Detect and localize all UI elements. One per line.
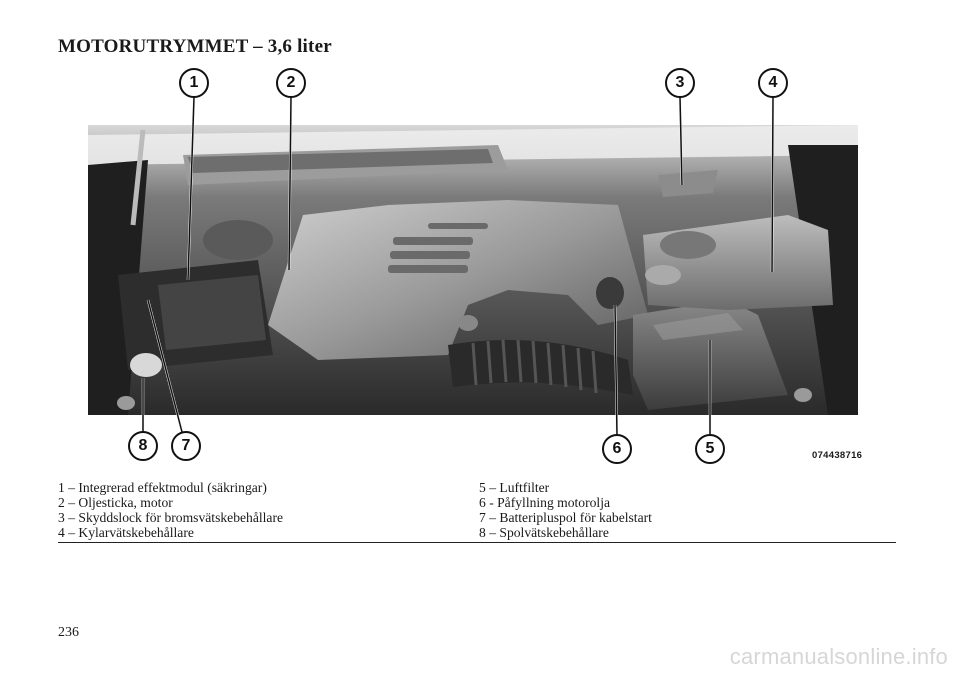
legend-divider [58, 542, 896, 543]
legend-item: 6 - Påfyllning motorolja [479, 495, 611, 510]
image-code: 074438716 [812, 450, 863, 461]
legend-column-right: 5 – Luftfilter 6 - Påfyllning motorolja … [479, 480, 652, 540]
callout-8: 8 [128, 431, 158, 461]
callout-5: 5 [695, 434, 725, 464]
legend-item: 8 – Spolvätskebehållare [479, 525, 609, 540]
legend-item: 3 – Skyddslock för bromsvätskebehållare [58, 510, 284, 525]
legend-item: 7 – Batteripluspol för kabelstart [479, 510, 652, 525]
page-title: MOTORUTRYMMET – 3,6 liter [58, 36, 332, 57]
watermark: carmanualsonline.info [729, 644, 948, 669]
callout-3: 3 [665, 68, 695, 98]
legend-item: 4 – Kylarvätskebehållare [58, 525, 194, 540]
callout-1: 1 [179, 68, 209, 98]
callout-4: 4 [758, 68, 788, 98]
callout-2: 2 [276, 68, 306, 98]
callout-6: 6 [602, 434, 632, 464]
legend-column-left: 1 – Integrerad effektmodul (säkringar) 2… [58, 480, 283, 540]
legend-item: 1 – Integrerad effektmodul (säkringar) [58, 480, 267, 495]
legend-item: 5 – Luftfilter [479, 480, 550, 495]
legend-item: 2 – Oljesticka, motor [58, 495, 173, 510]
engine-compartment-illustration [88, 125, 858, 415]
page-number: 236 [58, 625, 79, 640]
callout-7: 7 [171, 431, 201, 461]
